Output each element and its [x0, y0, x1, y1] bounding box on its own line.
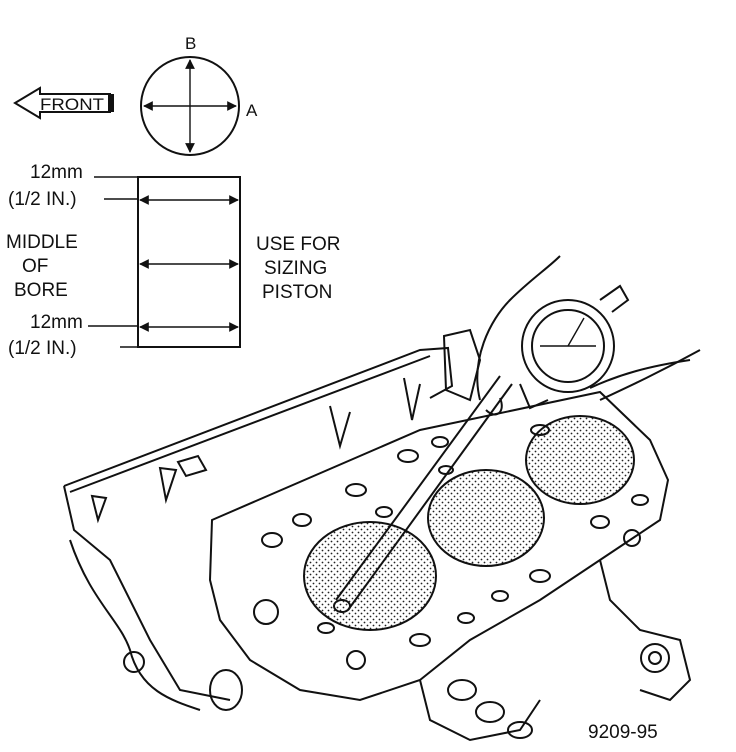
figure-id: 9209-95: [588, 722, 658, 743]
middle-of-bore-line2: OF: [22, 256, 48, 277]
use-for-sizing-line3: PISTON: [262, 282, 332, 303]
engine-block-illustration: [63, 255, 701, 742]
bore-side-view: [88, 176, 241, 348]
bottom-measure-in: (1/2 IN.): [8, 338, 77, 359]
dial-indicator: [519, 284, 630, 410]
use-for-sizing-line2: SIZING: [264, 258, 327, 279]
cylinder-bore-1: [303, 521, 437, 631]
axis-a-label: A: [246, 101, 258, 120]
cylinder-bore-3: [525, 415, 635, 505]
use-for-sizing-line1: USE FOR: [256, 234, 340, 255]
cylinder-bore-2: [427, 469, 545, 567]
top-measure-in: (1/2 IN.): [8, 189, 77, 210]
front-label: FRONT: [40, 95, 104, 114]
middle-of-bore-line3: BORE: [14, 280, 68, 301]
axis-b-label: B: [185, 34, 196, 53]
deck-holes: [253, 424, 649, 670]
top-measure-mm: 12mm: [30, 162, 83, 183]
middle-of-bore-line1: MIDDLE: [6, 232, 78, 253]
bottom-measure-mm: 12mm: [30, 312, 83, 333]
bore-top-view: B A: [140, 34, 258, 156]
front-arrow: FRONT: [13, 86, 114, 120]
